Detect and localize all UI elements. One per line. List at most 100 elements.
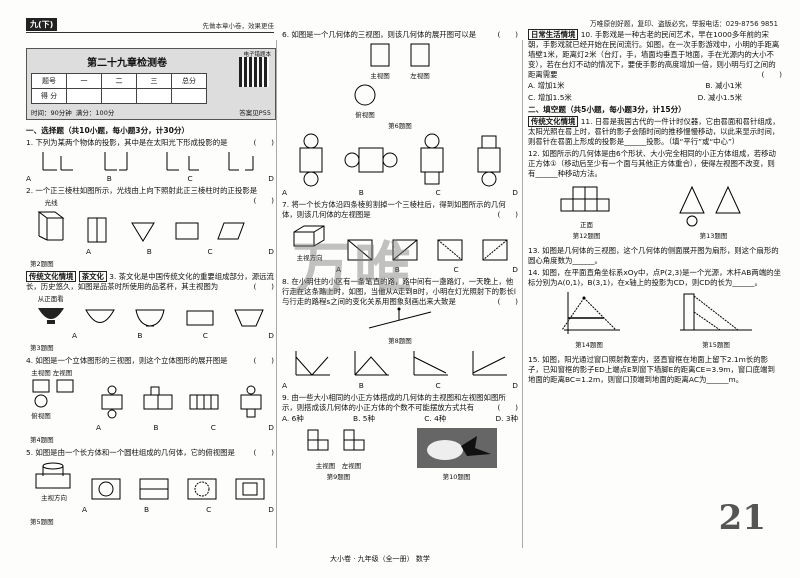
- option-d[interactable]: D: [512, 188, 518, 197]
- question-14: 14. 如图，在平面直角坐标系xOy中，点P(2,3)是一个光源，木杆AB两端的…: [528, 268, 782, 288]
- option-b[interactable]: B: [358, 381, 364, 390]
- q6-options-figure: [282, 133, 518, 187]
- q1-option-a-figure: [42, 152, 73, 171]
- option-d[interactable]: D: [268, 505, 274, 514]
- option-a[interactable]: A: [336, 265, 342, 274]
- q8-option-c-graph: [413, 351, 448, 376]
- question-text: 11. 日晷是我国古代的一件计时仪器，它由晷面和晷针组成，太阳光照在晷上时，晷针…: [528, 117, 780, 146]
- option-c[interactable]: C: [435, 188, 441, 197]
- option-c[interactable]: C: [187, 174, 193, 183]
- section-heading: 二、填空题（共5小题，每小题3分，计15分）: [528, 105, 686, 114]
- q6-option-b-figure: [344, 147, 398, 173]
- score-header-cell: 题号: [31, 73, 67, 89]
- option-c[interactable]: C: [435, 381, 441, 390]
- q10-options-row2: C. 增加1.5米 D. 减小1.5米: [528, 93, 782, 103]
- q9-views-figure: [307, 429, 364, 451]
- option-d[interactable]: D: [268, 423, 274, 432]
- option-a[interactable]: A: [86, 247, 92, 256]
- column-2: 6. 如图是一个几何体的三视图，则该几何体的展开图可以是( ) 主视图 左视图 …: [282, 28, 518, 558]
- q6-top-view: 俯视图: [212, 83, 518, 120]
- option-a[interactable]: A: [282, 188, 288, 197]
- option-d[interactable]: D: [268, 247, 274, 256]
- question-4: 4. 如图是一个立体图形的三视图，则这个立体图形的展开图是( ): [26, 356, 274, 366]
- question-text: 7. 将一个长方体沿四条棱剪割掉一个三棱柱后，得到如图所示的几何体，则该几何体的…: [282, 200, 506, 219]
- option-b[interactable]: B: [394, 265, 400, 274]
- answer-bracket[interactable]: ( ): [497, 210, 518, 219]
- option-c[interactable]: C. 4种: [424, 414, 447, 423]
- q15-figure: 第15题图: [676, 290, 756, 353]
- question-text: 2. 一个正三棱柱如图所示，光线由上向下照射此正三棱柱时的正投影是: [26, 186, 258, 195]
- q10-options-row1: A. 增加1米 B. 减小1米: [528, 81, 782, 91]
- option-c[interactable]: C: [206, 505, 212, 514]
- answer-bracket[interactable]: ( ): [253, 448, 274, 457]
- option-b[interactable]: B: [146, 247, 152, 256]
- question-11: 传统文化情境 11. 日晷是我国古代的一件计时仪器，它由晷面和晷针组成，太阳光照…: [528, 116, 782, 147]
- answer-bracket[interactable]: ( ): [253, 282, 274, 291]
- option-a[interactable]: A. 6种: [282, 414, 304, 423]
- option-a[interactable]: A: [26, 174, 32, 183]
- option-c[interactable]: C: [210, 423, 216, 432]
- option-a[interactable]: A. 增加1米: [528, 81, 565, 90]
- option-d[interactable]: D: [268, 174, 274, 183]
- option-c[interactable]: C: [453, 265, 459, 274]
- figure-caption: 第10题图: [442, 473, 471, 481]
- option-b[interactable]: B: [144, 505, 150, 514]
- option-b[interactable]: B: [106, 174, 112, 183]
- option-a[interactable]: A: [72, 331, 78, 340]
- top-view-label: 俯视图: [31, 412, 51, 420]
- side-view-label: 左视图: [52, 369, 73, 377]
- question-text: 1. 下列为某两个物体的投影，其中是在太阳光下形成投影的是: [26, 138, 228, 147]
- option-b[interactable]: B. 减小1米: [705, 81, 742, 90]
- question-text: 13. 如图是几何体的三视图，这个几何体的侧面展开图为扇形，则这个扇形的圆心角度…: [528, 246, 779, 265]
- q14-q15-figures: 第14题图 第15题图: [528, 290, 782, 353]
- question-15: 15. 如图，阳光通过窗口照射教室内，竖直窗框在地面上留下2.1m长的影子，已知…: [528, 355, 782, 385]
- q3-option-b-figure: [135, 309, 165, 327]
- score-cell[interactable]: [66, 88, 102, 104]
- q12-figure: 正面 第12题图: [557, 181, 617, 244]
- answer-bracket[interactable]: ( ): [497, 30, 518, 39]
- option-d[interactable]: D. 减小1.5米: [697, 93, 742, 102]
- answer-bracket[interactable]: ( ): [497, 403, 518, 412]
- q14-figure: 第14题图: [554, 290, 624, 353]
- option-a[interactable]: A: [96, 423, 102, 432]
- q5-options: A B C D: [26, 505, 274, 515]
- q1-options: A B C D: [26, 174, 274, 184]
- q4-views-figure: [32, 379, 74, 408]
- answer-hint: 答案见P55: [239, 109, 271, 117]
- view-direction-label: 从正面看: [37, 295, 64, 303]
- q8-options: A B C D: [282, 381, 518, 391]
- option-c[interactable]: C: [207, 247, 213, 256]
- option-b[interactable]: B: [153, 423, 159, 432]
- qr-code-icon[interactable]: [239, 57, 269, 87]
- option-a[interactable]: A: [282, 381, 288, 390]
- q8-option-a-graph: [295, 351, 330, 376]
- q5-option-a-figure: [91, 478, 121, 500]
- option-d[interactable]: D: [268, 331, 274, 340]
- option-c[interactable]: C. 增加1.5米: [528, 93, 572, 102]
- q4-options: A B C D: [26, 423, 274, 433]
- score-cell[interactable]: [136, 88, 172, 104]
- answer-bracket[interactable]: ( ): [253, 196, 274, 205]
- option-d[interactable]: D. 3种: [495, 414, 518, 423]
- option-d[interactable]: D: [512, 265, 518, 274]
- score-header-cell: 三: [136, 73, 172, 89]
- option-d[interactable]: D: [512, 381, 518, 390]
- option-b[interactable]: B: [358, 188, 364, 197]
- option-b[interactable]: B: [137, 331, 143, 340]
- option-c[interactable]: C: [202, 331, 208, 340]
- answer-bracket[interactable]: ( ): [253, 138, 274, 147]
- question-2: 2. 一个正三棱柱如图所示，光线由上向下照射此正三棱柱时的正投影是( ): [26, 186, 274, 205]
- qr-label: 电子错题本: [243, 52, 271, 58]
- score-cell[interactable]: [101, 88, 137, 104]
- q1-option-c-figure: [166, 152, 199, 171]
- answer-bracket[interactable]: ( ): [761, 70, 782, 79]
- score-cell[interactable]: [171, 88, 207, 104]
- answer-bracket[interactable]: ( ): [497, 297, 518, 306]
- cube-stack-figure: [560, 186, 609, 212]
- option-b[interactable]: B. 5种: [353, 414, 375, 423]
- q3-option-a-figure: [85, 309, 116, 323]
- figure-caption: 第5题图: [30, 518, 54, 526]
- option-a[interactable]: A: [82, 505, 88, 514]
- answer-bracket[interactable]: ( ): [253, 356, 274, 365]
